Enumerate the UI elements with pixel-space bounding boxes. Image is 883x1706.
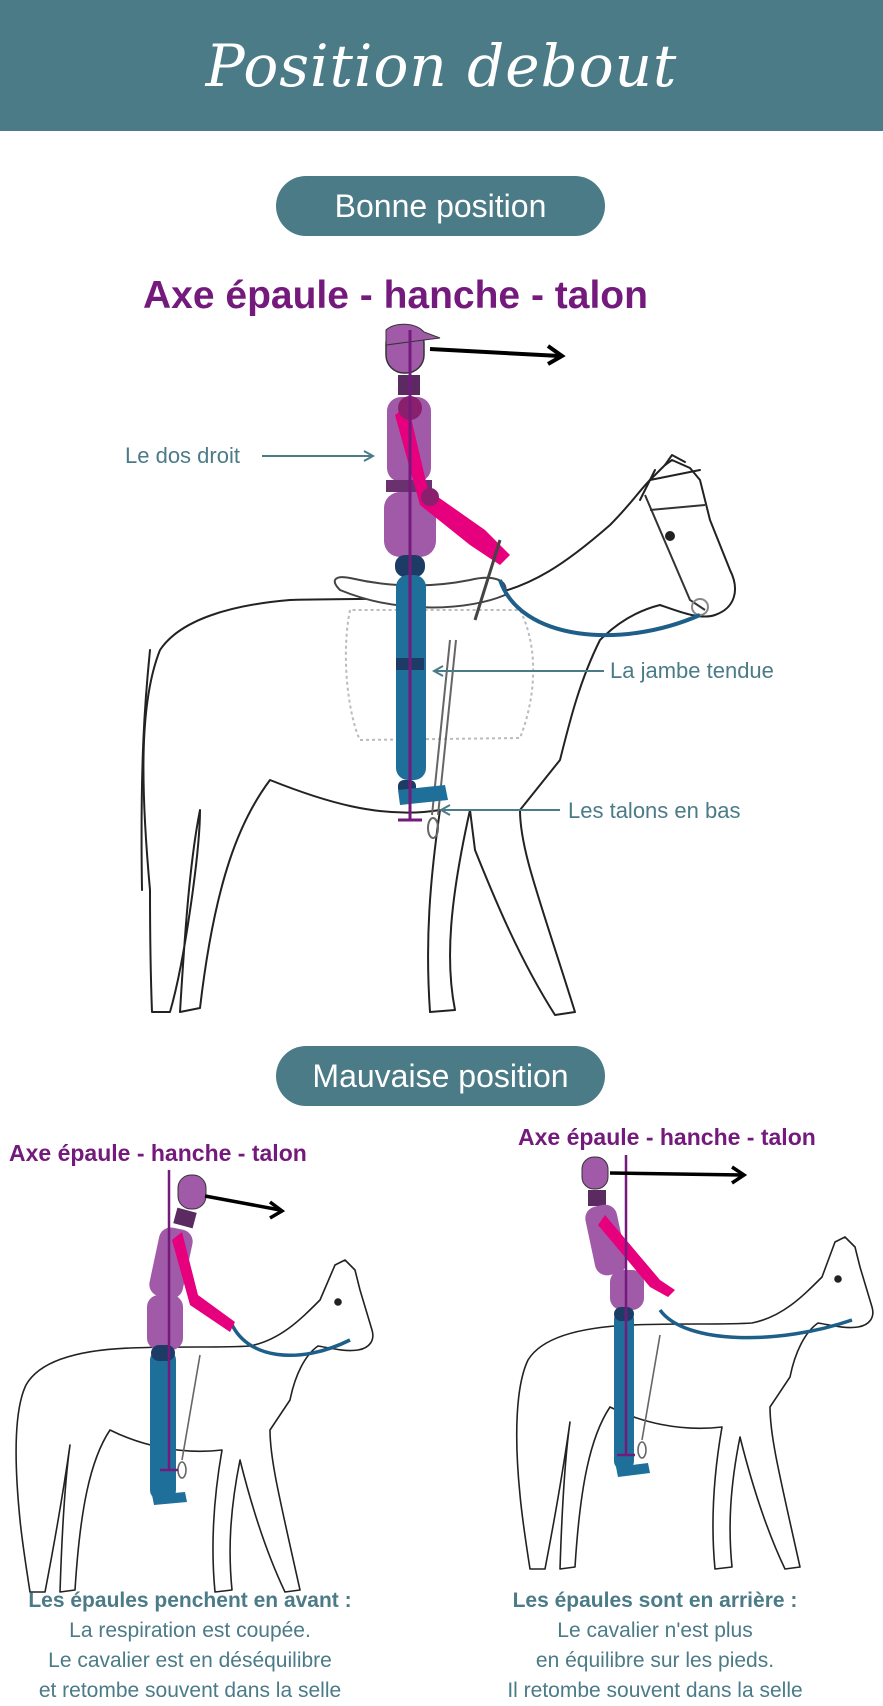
good-position-pill: Bonne position (276, 176, 605, 236)
caption-shoulders-forward: Les épaules penchent en avant : La respi… (0, 1586, 380, 1706)
axis-line-bad-right (617, 1155, 635, 1457)
gaze-arrow-good (429, 344, 566, 366)
caption-title-right: Les épaules sont en arrière : (512, 1589, 798, 1612)
label-leg-extended: La jambe tendue (610, 658, 774, 683)
horse-outline-bad-right (515, 1236, 874, 1570)
caption-title-left: Les épaules penchent en avant : (28, 1589, 352, 1612)
stirrup-bad-left (177, 1354, 201, 1479)
horse-outline-bad-left (15, 1259, 374, 1593)
bad-position-label: Mauvaise position (312, 1057, 569, 1094)
bad-right-axis-title: Axe épaule - hanche - talon (518, 1124, 816, 1150)
gaze-arrow-bad-left (204, 1194, 286, 1220)
stirrup-bad-right (637, 1334, 661, 1459)
caption-line-left-2: Le cavalier est en déséquilibre (48, 1649, 332, 1672)
rider-bad-right (581, 1156, 675, 1477)
rein-bad-right (658, 1308, 853, 1340)
horse-outline-good (140, 454, 736, 1016)
caption-shoulders-back: Les épaules sont en arrière : Le cavalie… (460, 1586, 850, 1706)
bad-left-illustration (15, 1170, 374, 1593)
bridle-good (644, 494, 709, 616)
caption-line-right-1: Le cavalier n'est plus (557, 1619, 753, 1642)
bad-right-illustration (515, 1155, 874, 1570)
bad-position-pill: Mauvaise position (276, 1046, 605, 1106)
bad-left-axis-title: Axe épaule - hanche - talon (9, 1140, 307, 1166)
good-axis-title: Axe épaule - hanche - talon (143, 274, 648, 317)
rein-good (498, 579, 701, 638)
good-position-label: Bonne position (334, 187, 547, 224)
label-heels-down: Les talons en bas (568, 798, 741, 823)
good-position-illustration (140, 323, 736, 1016)
header-banner: Position debout (0, 0, 883, 131)
caption-line-right-2: en équilibre sur les pieds. (535, 1649, 775, 1672)
rider-good (384, 323, 510, 805)
saddle-good (333, 576, 535, 742)
gaze-arrow-bad-right (609, 1165, 748, 1185)
axis-line-bad-left (160, 1170, 178, 1472)
axis-line-good (398, 330, 422, 822)
caption-line-left-1: La respiration est coupée. (69, 1619, 311, 1642)
page-title: Position debout (205, 31, 678, 100)
caption-line-right-3: Il retombe souvent dans la selle (507, 1679, 803, 1702)
caption-line-left-3: et retombe souvent dans la selle (38, 1679, 342, 1702)
label-back-straight: Le dos droit (125, 443, 240, 468)
rein-bad-left (228, 1319, 351, 1357)
label-arrows-good (262, 450, 604, 816)
